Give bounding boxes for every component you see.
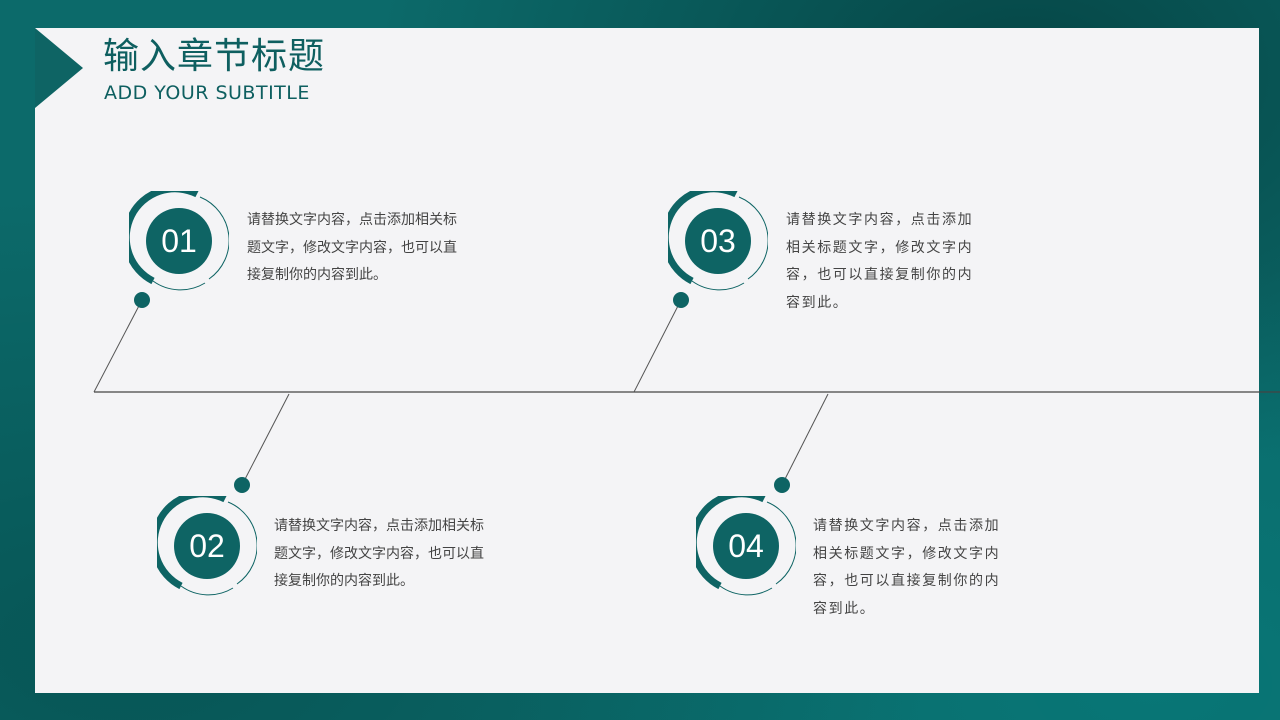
timeline-node-02: 02: [157, 496, 257, 596]
step-number: 04: [713, 513, 779, 579]
progress-ring-icon: [157, 496, 257, 596]
step-description: 请替换文字内容，点击添加相关标题文字，修改文字内容，也可以直接复制你的内容到此。: [274, 518, 484, 589]
step-number: 02: [174, 513, 240, 579]
page-title: 输入章节标题: [103, 36, 326, 77]
timeline-node-04: 04: [696, 496, 796, 596]
progress-ring-icon: [668, 191, 768, 291]
title-flag-triangle: [35, 28, 83, 108]
step-description: 请替换文字内容，点击添加相关标题文字，修改文字内容，也可以直接复制你的内容到此。: [786, 212, 974, 311]
progress-ring-icon: [696, 496, 796, 596]
step-number: 01: [146, 208, 212, 274]
step-description: 请替换文字内容，点击添加相关标题文字，修改文字内容，也可以直接复制你的内容到此。: [813, 518, 1001, 617]
page-subtitle: ADD YOUR SUBTITLE: [104, 82, 310, 104]
progress-ring-icon: [129, 191, 229, 291]
step-number: 03: [685, 208, 751, 274]
timeline-node-03: 03: [668, 191, 768, 291]
timeline-node-01: 01: [129, 191, 229, 291]
step-description: 请替换文字内容，点击添加相关标题文字，修改文字内容，也可以直接复制你的内容到此。: [247, 212, 457, 283]
